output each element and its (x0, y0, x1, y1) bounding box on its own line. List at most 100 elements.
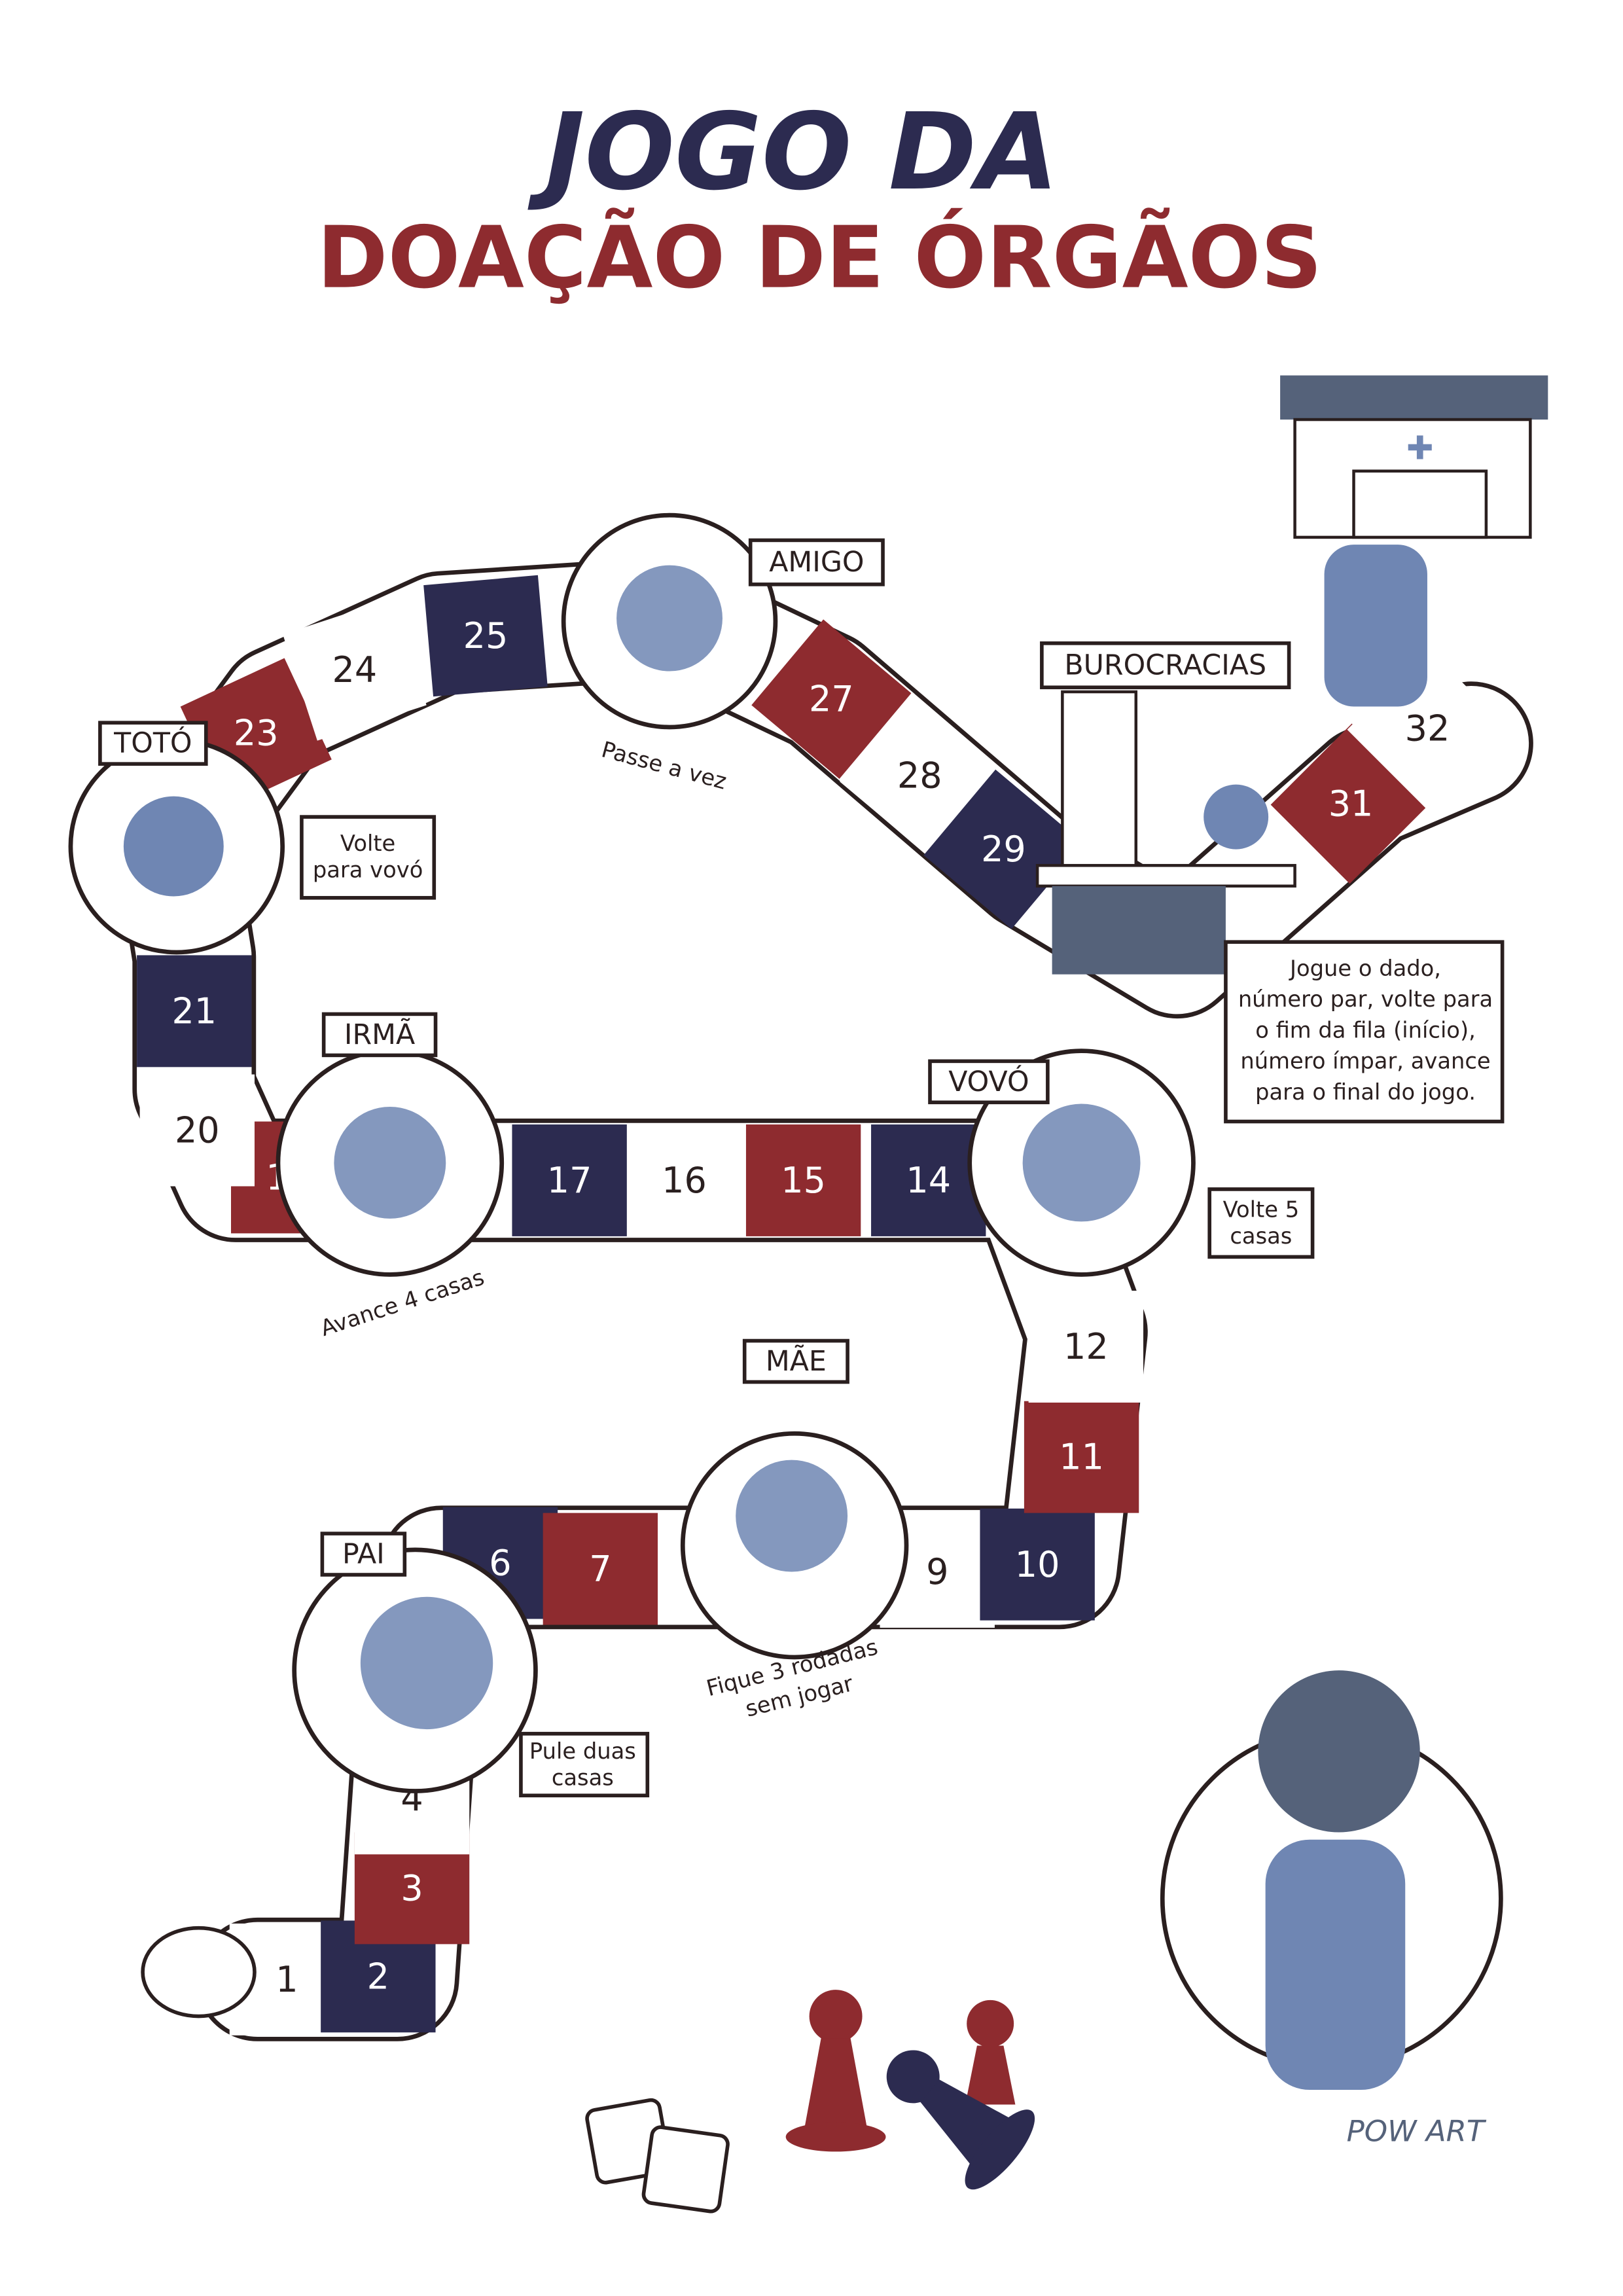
pawn-navy-icon (886, 2050, 1035, 2190)
svg-text:TOTÓ: TOTÓ (113, 726, 192, 760)
square-number: 32 (1405, 708, 1450, 749)
note-burocracias: Jogue o dado, número par, volte para o f… (1224, 940, 1505, 1124)
svg-text:o fim da fila (início),: o fim da fila (início), (1255, 1017, 1476, 1043)
square-fill (1347, 648, 1508, 809)
svg-text:Volte 5: Volte 5 (1223, 1197, 1300, 1223)
svg-text:Jogue o dado,: Jogue o dado, (1289, 956, 1441, 981)
square-17: 17 (512, 1124, 627, 1236)
label-pai: PAI (320, 1532, 407, 1577)
square-number: 23 (234, 712, 279, 753)
note-amigo: Passe a vez (599, 736, 729, 794)
host-head-icon (1258, 1670, 1420, 1833)
pawn-red-2-icon (965, 2000, 1016, 2105)
square-fill (543, 1513, 658, 1625)
square-fill (137, 955, 252, 1067)
square-32: 32 (1347, 648, 1508, 809)
label-vovo: VOVÓ (928, 1059, 1050, 1105)
doctor-figure-icon (1324, 545, 1427, 707)
label-burocracias: BUROCRACIAS (1040, 641, 1291, 690)
square-number: 17 (547, 1160, 592, 1201)
square-fill (626, 1124, 742, 1236)
square-number: 2 (367, 1956, 389, 1997)
square-fill (512, 1124, 627, 1236)
svg-text:casas: casas (552, 1765, 614, 1791)
square-12: 12 (1028, 1291, 1144, 1403)
svg-text:número ímpar, avance: número ímpar, avance (1240, 1049, 1490, 1074)
square-fill (423, 575, 548, 697)
circle-toto (68, 738, 285, 955)
square-7: 7 (543, 1513, 658, 1625)
square-number: 16 (662, 1160, 707, 1201)
square-number: 20 (175, 1110, 220, 1151)
vovo-figure-icon (1022, 1103, 1141, 1222)
square-11: 11 (1024, 1401, 1139, 1513)
svg-text:PAI: PAI (342, 1538, 385, 1571)
dog-icon (123, 796, 224, 897)
svg-text:BUROCRACIAS: BUROCRACIAS (1064, 649, 1266, 682)
square-16: 16 (626, 1124, 742, 1236)
desk-illustration (1035, 690, 1296, 975)
mae-figure-icon (736, 1460, 848, 1572)
svg-text:AMIGO: AMIGO (769, 546, 864, 579)
square-29: 29 (923, 769, 1084, 929)
square-number: 28 (897, 755, 942, 797)
square-number: 12 (1063, 1326, 1109, 1367)
svg-text:casas: casas (1230, 1223, 1292, 1249)
square-fill (1028, 1291, 1144, 1403)
circle-pai (292, 1547, 538, 1793)
square-21: 21 (137, 955, 252, 1067)
svg-text:para o final do jogo.: para o final do jogo. (1255, 1079, 1476, 1105)
svg-text:IRMÃ: IRMÃ (344, 1018, 415, 1051)
square-number: 7 (589, 1549, 611, 1590)
square-number: 1 (276, 1959, 298, 2000)
pai-figure-icon (360, 1596, 493, 1730)
label-mae: MÃE (742, 1338, 849, 1384)
svg-text:VOVÓ: VOVÓ (948, 1065, 1029, 1098)
square-number: 25 (463, 615, 508, 656)
pawn-red-icon (785, 1990, 886, 2152)
square-20: 20 (139, 1074, 255, 1187)
label-amigo: AMIGO (748, 538, 885, 586)
square-25: 25 (423, 575, 548, 697)
svg-text:Volte: Volte (340, 831, 395, 856)
square-number: 10 (1015, 1544, 1060, 1585)
svg-text:número par, volte para: número par, volte para (1238, 986, 1493, 1012)
square-number: 31 (1329, 783, 1374, 824)
circle-amigo (561, 512, 778, 730)
square-number: 11 (1059, 1437, 1104, 1478)
dice-icon (585, 2098, 730, 2214)
hospital-illustration: ✚ (1280, 375, 1548, 707)
square-number: 14 (906, 1160, 951, 1201)
circle-irma (276, 1049, 505, 1277)
signature: POW ART (1347, 2114, 1487, 2149)
start-character-icon (141, 1926, 257, 2018)
square-fill (923, 769, 1084, 929)
circle-vovo (967, 1049, 1196, 1277)
amigo-figure-icon (616, 565, 722, 672)
square-fill (751, 619, 912, 780)
square-fill (980, 1508, 1095, 1621)
hospital-cross-icon: ✚ (1406, 431, 1433, 467)
square-27: 27 (751, 619, 912, 780)
square-fill (871, 1124, 986, 1236)
title-line-2: DOAÇÃO DE ÓRGÃOS (317, 208, 1322, 308)
square-number: 29 (981, 829, 1026, 870)
square-14: 14 (871, 1124, 986, 1236)
svg-text:para vovó: para vovó (313, 857, 423, 882)
square-number: 21 (171, 990, 217, 1031)
square-number: 15 (781, 1160, 826, 1201)
svg-text:MÃE: MÃE (766, 1344, 827, 1378)
square-10: 10 (980, 1508, 1095, 1621)
label-irma: IRMÃ (321, 1012, 438, 1058)
svg-text:Pule duas: Pule duas (529, 1738, 636, 1764)
circle-mae (680, 1431, 909, 1660)
square-number: 27 (809, 679, 854, 720)
host-illustration (1160, 1670, 1503, 2090)
square-fill (139, 1074, 255, 1187)
square-24: 24 (283, 598, 427, 741)
square-fill (283, 598, 427, 741)
